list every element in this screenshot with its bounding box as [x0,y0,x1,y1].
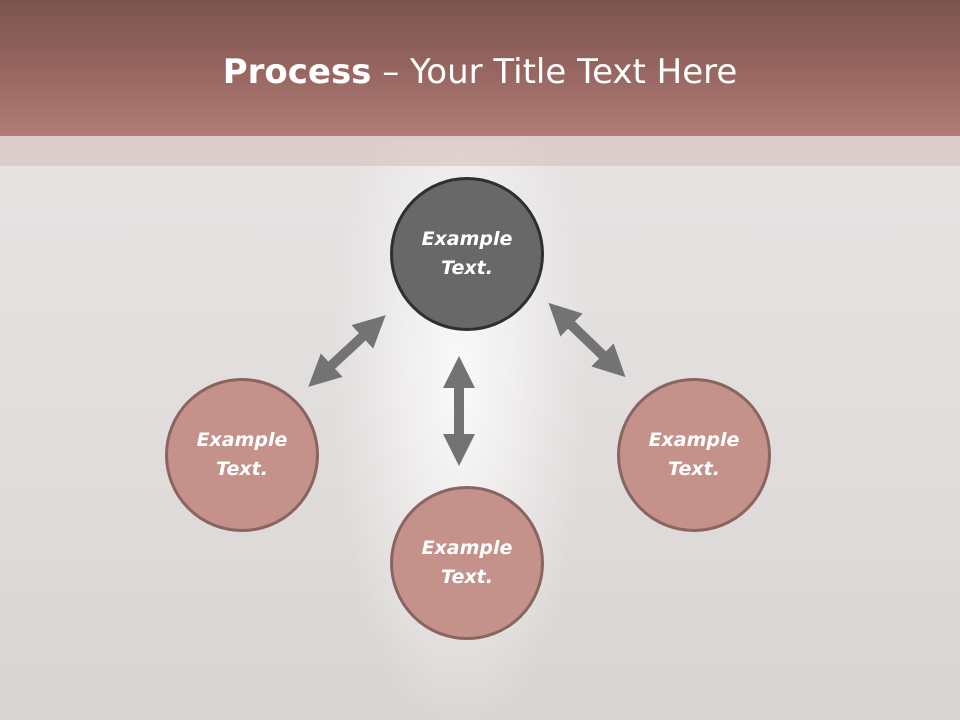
node-bottom-text: Example Text. [421,537,513,588]
node-right-text: Example Text. [648,429,740,480]
node-right: Example Text. [617,378,771,532]
arrow-right-top [548,302,626,378]
arrow-left-top [308,315,386,387]
title-band [0,136,960,166]
title-bold: Process [222,52,372,92]
page-title: Process – Your Title Text Here [0,52,960,92]
title-bar [0,0,960,136]
node-left: Example Text. [165,378,319,532]
node-left-text: Example Text. [196,429,288,480]
node-top: Example Text. [390,177,544,331]
title-rest: – Your Title Text Here [371,52,738,92]
node-bottom: Example Text. [390,486,544,640]
node-top-text: Example Text. [421,228,513,279]
